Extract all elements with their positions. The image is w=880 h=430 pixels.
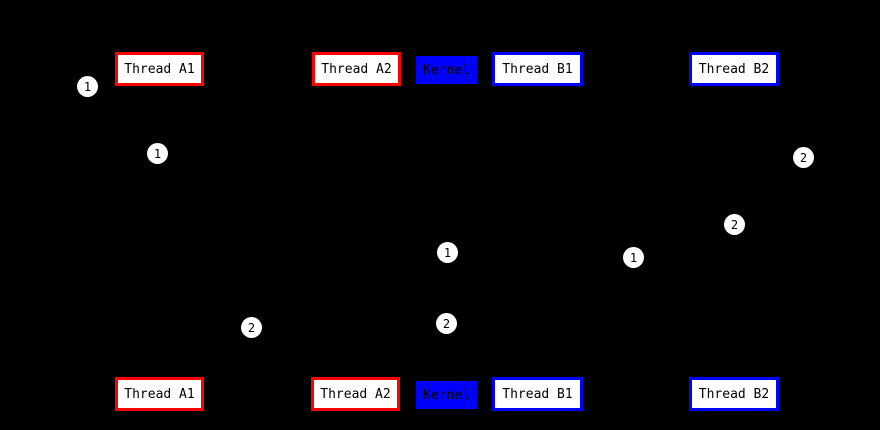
step-badge: 2: [241, 317, 262, 338]
thread-b1-box-bottom: Thread B1: [492, 377, 583, 411]
step-badge: 2: [436, 313, 457, 334]
kernel-label-bottom: Kernel: [423, 387, 470, 403]
thread-b1-box-top: Thread B1: [492, 52, 583, 86]
step-badge: 1: [623, 247, 644, 268]
thread-a2-label-top: Thread A2: [321, 61, 392, 77]
kernel-label-top: Kernel: [423, 62, 470, 78]
thread-a2-box-top: Thread A2: [312, 52, 401, 86]
step-badge: 1: [437, 242, 458, 263]
thread-a1-box-bottom: Thread A1: [115, 377, 204, 411]
kernel-box-top: Kernel: [416, 56, 477, 84]
step-badge: 1: [147, 143, 168, 164]
thread-a1-label-bottom: Thread A1: [124, 386, 195, 402]
thread-b2-label-top: Thread B2: [698, 61, 770, 77]
thread-b1-label-bottom: Thread B1: [502, 386, 573, 402]
thread-b1-label-top: Thread B1: [502, 61, 573, 77]
thread-b2-label-bottom: Thread B2: [698, 386, 770, 402]
kernel-box-bottom: Kernel: [416, 381, 477, 409]
step-badge: 2: [793, 147, 814, 168]
thread-b2-box-top: Thread B2: [689, 52, 779, 86]
thread-a1-label-top: Thread A1: [124, 61, 195, 77]
thread-a2-box-bottom: Thread A2: [311, 377, 400, 411]
thread-b2-box-bottom: Thread B2: [689, 377, 779, 411]
thread-a1-box-top: Thread A1: [115, 52, 204, 86]
step-badge: 2: [724, 214, 745, 235]
thread-a2-label-bottom: Thread A2: [320, 386, 391, 402]
step-badge: 1: [77, 76, 98, 97]
